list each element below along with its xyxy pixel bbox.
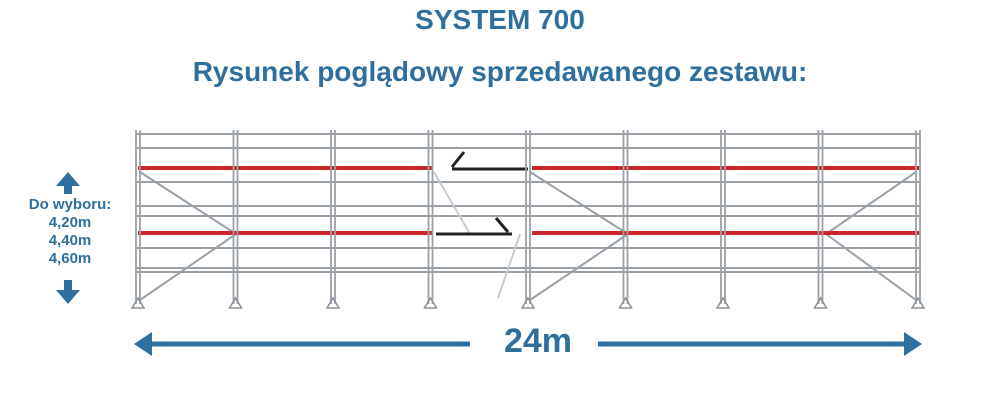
- base-plate: [618, 296, 633, 309]
- hatch-lid: [450, 151, 466, 168]
- base-plate: [520, 296, 536, 309]
- height-options-label: Do wyboru:: [28, 196, 112, 213]
- length-label: 24m: [503, 322, 573, 360]
- hatch-lid: [494, 217, 510, 233]
- arrow-right-icon: [904, 332, 922, 356]
- height-option: 4,60m: [48, 250, 92, 267]
- diagram-subtitle: Rysunek poglądowy sprzedawanego zestawu:: [192, 56, 808, 87]
- platforms: [138, 166, 920, 235]
- diagonal-brace: [497, 233, 521, 299]
- base-plate: [228, 296, 243, 309]
- diagonal-brace: [433, 171, 471, 235]
- height-arrow: [56, 172, 80, 304]
- diagonal-brace: [825, 233, 917, 301]
- base-plate: [325, 296, 341, 309]
- diagonal-brace: [139, 233, 237, 301]
- hatches: [436, 151, 528, 236]
- base-plate: [910, 296, 926, 309]
- height-option: 4,20m: [48, 214, 92, 231]
- height-option: 4,40m: [48, 232, 92, 249]
- base-plate: [715, 296, 731, 309]
- frame-posts: [130, 130, 926, 309]
- diagonal-brace: [139, 171, 237, 235]
- length-arrow: [134, 332, 922, 356]
- base-plate: [130, 296, 146, 309]
- arrow-up-icon: [56, 172, 80, 194]
- scaffold-structure: [136, 133, 920, 301]
- base-plate: [423, 296, 438, 309]
- base-plate: [813, 296, 828, 309]
- diagram-title: SYSTEM 700: [415, 4, 585, 35]
- arrow-down-icon: [56, 280, 80, 304]
- height-options: Do wyboru: 4,20m 4,40m 4,60m: [14, 196, 126, 268]
- diagonal-brace: [825, 171, 917, 235]
- diagonal-brace: [529, 233, 629, 301]
- arrow-left-icon: [134, 332, 152, 356]
- diagonal-brace: [529, 171, 629, 235]
